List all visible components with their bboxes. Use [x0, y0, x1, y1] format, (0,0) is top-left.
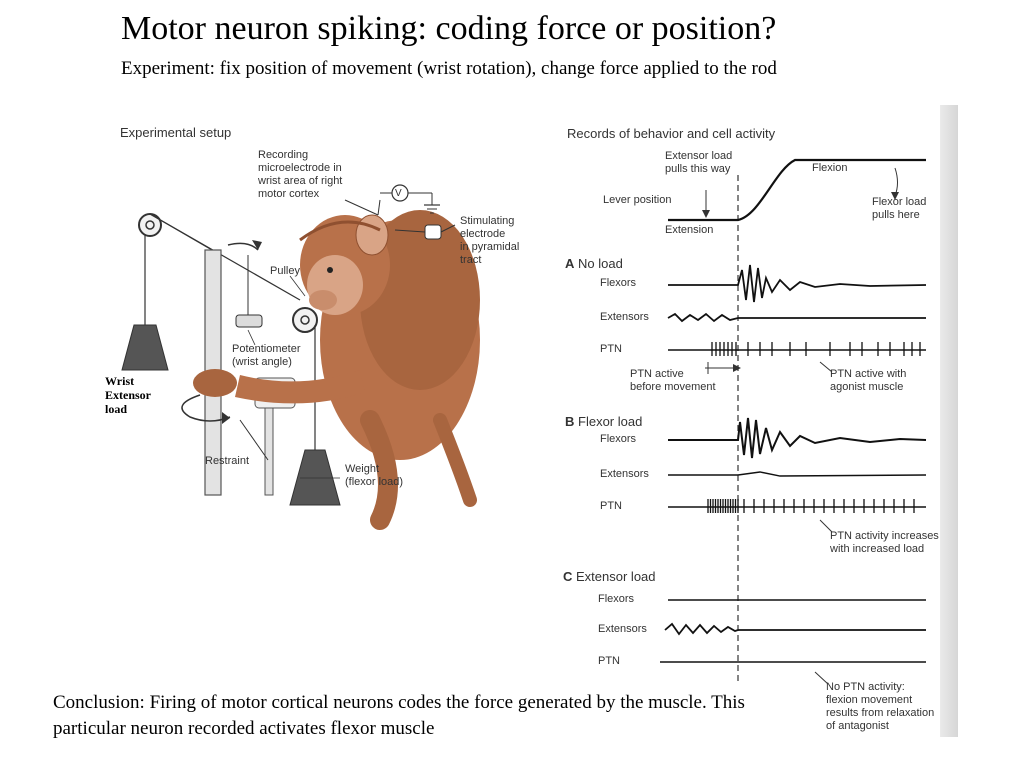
voltmeter-symbol: V [395, 188, 402, 199]
panel-c-ptn-label: PTN [598, 655, 620, 667]
scan-edge-shading [940, 105, 958, 737]
slide-subtitle: Experiment: fix position of movement (wr… [121, 58, 777, 79]
conclusion-text: Conclusion: Firing of motor cortical neu… [53, 692, 745, 739]
panel-b-flexors-trace [668, 417, 927, 459]
panel-a-extensors-trace [667, 312, 926, 323]
panel-a-ptn-label: PTN [600, 343, 622, 355]
records-heading: Records of behavior and cell activity [567, 126, 776, 141]
panel-a-ptn-spikes [711, 342, 921, 356]
extensor-pull-label: Extensor load pulls this way [665, 150, 733, 175]
right-pulley-wheel [292, 307, 318, 333]
panel-a-note-after: PTN active with agonist muscle [830, 368, 907, 393]
flexor-pull-label: Flexor load pulls here [872, 196, 927, 221]
panel-b-extensors-label: Extensors [600, 468, 649, 480]
panel-a-letter: A [565, 256, 575, 271]
lever-position-trace [668, 158, 926, 222]
panel-b-title: Flexor load [578, 414, 643, 429]
restraint-label: Restraint [205, 455, 250, 467]
panel-b-ptn-spikes [707, 499, 915, 513]
panel-a-extensors-label: Extensors [600, 311, 649, 323]
monkey-illustration [193, 210, 480, 530]
panel-a-title: No load [578, 256, 623, 271]
setup-heading: Experimental setup [120, 125, 232, 140]
panel-c-title: Extensor load [576, 569, 656, 584]
panel-a-flexors-trace [668, 264, 927, 303]
panel-a-flexors-label: Flexors [600, 277, 637, 289]
panel-a-heading: A No load [565, 256, 623, 271]
panel-c-extensors-trace [664, 622, 926, 636]
panel-b-ptn-label: PTN [600, 500, 622, 512]
panel-c-letter: C [563, 569, 573, 584]
panel-c-extensors-label: Extensors [598, 623, 647, 635]
panel-b-flexors-label: Flexors [600, 433, 637, 445]
stimulating-electrode-label: Stimulating electrode in pyramidal tract [460, 215, 520, 266]
panel-c-heading: C Extensor load [563, 569, 656, 584]
potentiometer-label: Potentiometer (wrist angle) [232, 343, 301, 368]
pulley-label: Pulley [270, 265, 300, 277]
panel-c-note: No PTN activity: flexion movement result… [826, 681, 935, 732]
panel-b-note: PTN activity increases with increased lo… [830, 530, 939, 555]
panel-b-extensors-trace [668, 471, 927, 477]
panel-b-letter: B [565, 414, 575, 429]
slide-title: Motor neuron spiking: coding force or po… [121, 10, 777, 47]
panel-a-note-before: PTN active before movement [630, 368, 716, 393]
flexion-label: Flexion [812, 162, 848, 174]
extension-label: Extension [665, 224, 714, 236]
panel-b-heading: B Flexor load [565, 414, 642, 429]
recording-electrode-label: Recording microelectrode in wrist area o… [258, 149, 343, 200]
flexor-load-weight [289, 449, 341, 506]
potentiometer [235, 314, 263, 328]
panel-c-flexors-label: Flexors [598, 593, 635, 605]
extensor-load-weight [121, 324, 169, 371]
weight-label: Weight (flexor load) [345, 463, 404, 488]
lever-position-label: Lever position [603, 194, 672, 206]
wrist-extensor-load-label: Wrist Extensor load [105, 374, 151, 416]
